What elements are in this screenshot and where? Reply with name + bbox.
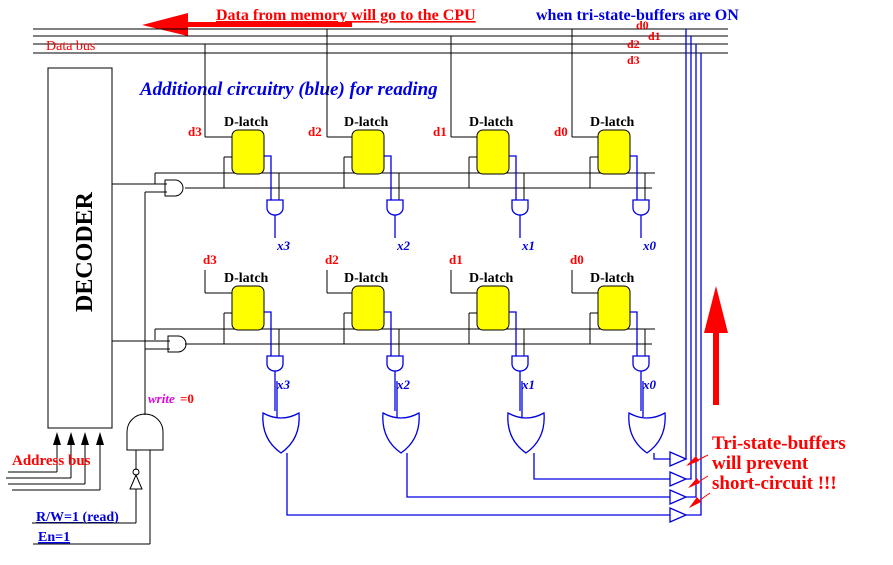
bus-bit-d2: d2 bbox=[627, 37, 640, 51]
tristate-buffer-icon bbox=[669, 451, 688, 467]
output-label: x2 bbox=[396, 238, 411, 253]
latch-cell: D-latch d2 x2 bbox=[325, 252, 420, 454]
d-latch bbox=[476, 285, 510, 331]
write-signal-value: =0 bbox=[180, 391, 194, 406]
tristate-note-line1: Tri-state-buffers bbox=[712, 433, 846, 454]
data-in-label: d2 bbox=[308, 124, 322, 139]
d-latch bbox=[351, 285, 385, 331]
latch-label: D-latch bbox=[224, 115, 269, 130]
read-or-gate bbox=[262, 411, 300, 454]
tristate-buffer-icon bbox=[669, 471, 688, 487]
read-or-gate bbox=[382, 411, 420, 454]
rw-label: R/W=1 (read) bbox=[36, 510, 119, 525]
data-bus-label: Data bus bbox=[46, 39, 95, 54]
d-latch bbox=[231, 285, 265, 331]
inverter-gate bbox=[129, 468, 143, 523]
d-latch bbox=[476, 129, 510, 175]
latch-cell: D-latch d3 x3 bbox=[188, 44, 291, 253]
tristate-note-line3: short-circuit !!! bbox=[712, 473, 837, 494]
address-bus bbox=[6, 432, 104, 491]
d-latch bbox=[231, 129, 265, 175]
tristate-note-line2: will prevent bbox=[712, 453, 809, 474]
address-bus-label: Address bus bbox=[12, 453, 91, 469]
read-and-gate bbox=[632, 199, 650, 216]
data-in-label: d0 bbox=[570, 252, 584, 267]
read-and-gate bbox=[386, 199, 404, 216]
read-and-gate bbox=[511, 355, 529, 372]
read-and-gate bbox=[266, 355, 284, 372]
title-blue: when tri-state-buffers are ON bbox=[536, 7, 739, 24]
tristate-buffer-group bbox=[286, 29, 702, 523]
latch-cell: D-latch d3 x3 bbox=[203, 252, 300, 454]
d-latch bbox=[597, 285, 631, 331]
read-and-gate bbox=[632, 355, 650, 372]
tristate-buffer-icon bbox=[669, 507, 688, 523]
latch-cell: D-latch d2 x2 bbox=[308, 29, 411, 253]
write-and-gate bbox=[126, 413, 164, 544]
decoder-box bbox=[47, 67, 113, 429]
output-label: x0 bbox=[642, 238, 657, 253]
read-and-gate bbox=[511, 199, 529, 216]
output-label: x3 bbox=[276, 377, 291, 392]
d-latch bbox=[597, 129, 631, 175]
memory-row-1: D-latchd3x3D-latchd2x2D-latchd1x1D-latch… bbox=[154, 252, 666, 454]
row-and-gate bbox=[167, 335, 187, 353]
pointer-arrows bbox=[686, 454, 711, 508]
latch-label: D-latch bbox=[590, 115, 635, 130]
latch-label: D-latch bbox=[469, 115, 514, 130]
row-select-wiring bbox=[112, 183, 170, 415]
read-or-gate bbox=[628, 411, 666, 454]
up-arrow-icon bbox=[704, 286, 728, 405]
title-red: Data from memory will go to the CPU bbox=[216, 7, 476, 24]
data-in-label: d2 bbox=[325, 252, 339, 267]
data-in-label: d3 bbox=[203, 252, 217, 267]
decoder-label: DECODER bbox=[72, 191, 98, 312]
write-signal-name: write bbox=[148, 391, 175, 406]
bus-bit-d3: d3 bbox=[627, 53, 640, 67]
latch-cell: D-latch d0 x0 bbox=[570, 252, 666, 454]
latch-label: D-latch bbox=[590, 271, 635, 286]
latch-label: D-latch bbox=[344, 115, 389, 130]
subtitle: Additional circuitry (blue) for reading bbox=[139, 79, 438, 100]
latch-label: D-latch bbox=[224, 271, 269, 286]
data-in-label: d1 bbox=[433, 124, 447, 139]
read-or-gate bbox=[507, 411, 545, 454]
latch-label: D-latch bbox=[344, 271, 389, 286]
tristate-buffer-icon bbox=[669, 489, 688, 505]
data-bus bbox=[33, 28, 728, 54]
output-label: x2 bbox=[396, 377, 411, 392]
row-and-gate bbox=[164, 179, 184, 197]
output-label: x1 bbox=[521, 377, 535, 392]
output-label: x3 bbox=[276, 238, 291, 253]
data-in-label: d0 bbox=[554, 124, 568, 139]
left-arrow-icon bbox=[142, 13, 352, 36]
latch-cell: D-latch d1 x1 bbox=[449, 252, 545, 454]
latch-cell: D-latch d1 x1 bbox=[433, 36, 535, 253]
output-label: x0 bbox=[642, 377, 657, 392]
data-in-label: d3 bbox=[188, 124, 202, 139]
latch-label: D-latch bbox=[469, 271, 514, 286]
bus-bit-d1: d1 bbox=[648, 29, 661, 43]
read-and-gate bbox=[266, 199, 284, 216]
d-latch bbox=[351, 129, 385, 175]
data-in-label: d1 bbox=[449, 252, 463, 267]
bus-bit-d0: d0 bbox=[636, 18, 649, 32]
en-label: En=1 bbox=[38, 530, 70, 545]
memory-row-0: D-latchd3x3D-latchd2x2D-latchd1x1D-latch… bbox=[154, 29, 657, 253]
read-and-gate bbox=[386, 355, 404, 372]
output-label: x1 bbox=[521, 238, 535, 253]
latch-cell: D-latch d0 x0 bbox=[554, 29, 657, 253]
